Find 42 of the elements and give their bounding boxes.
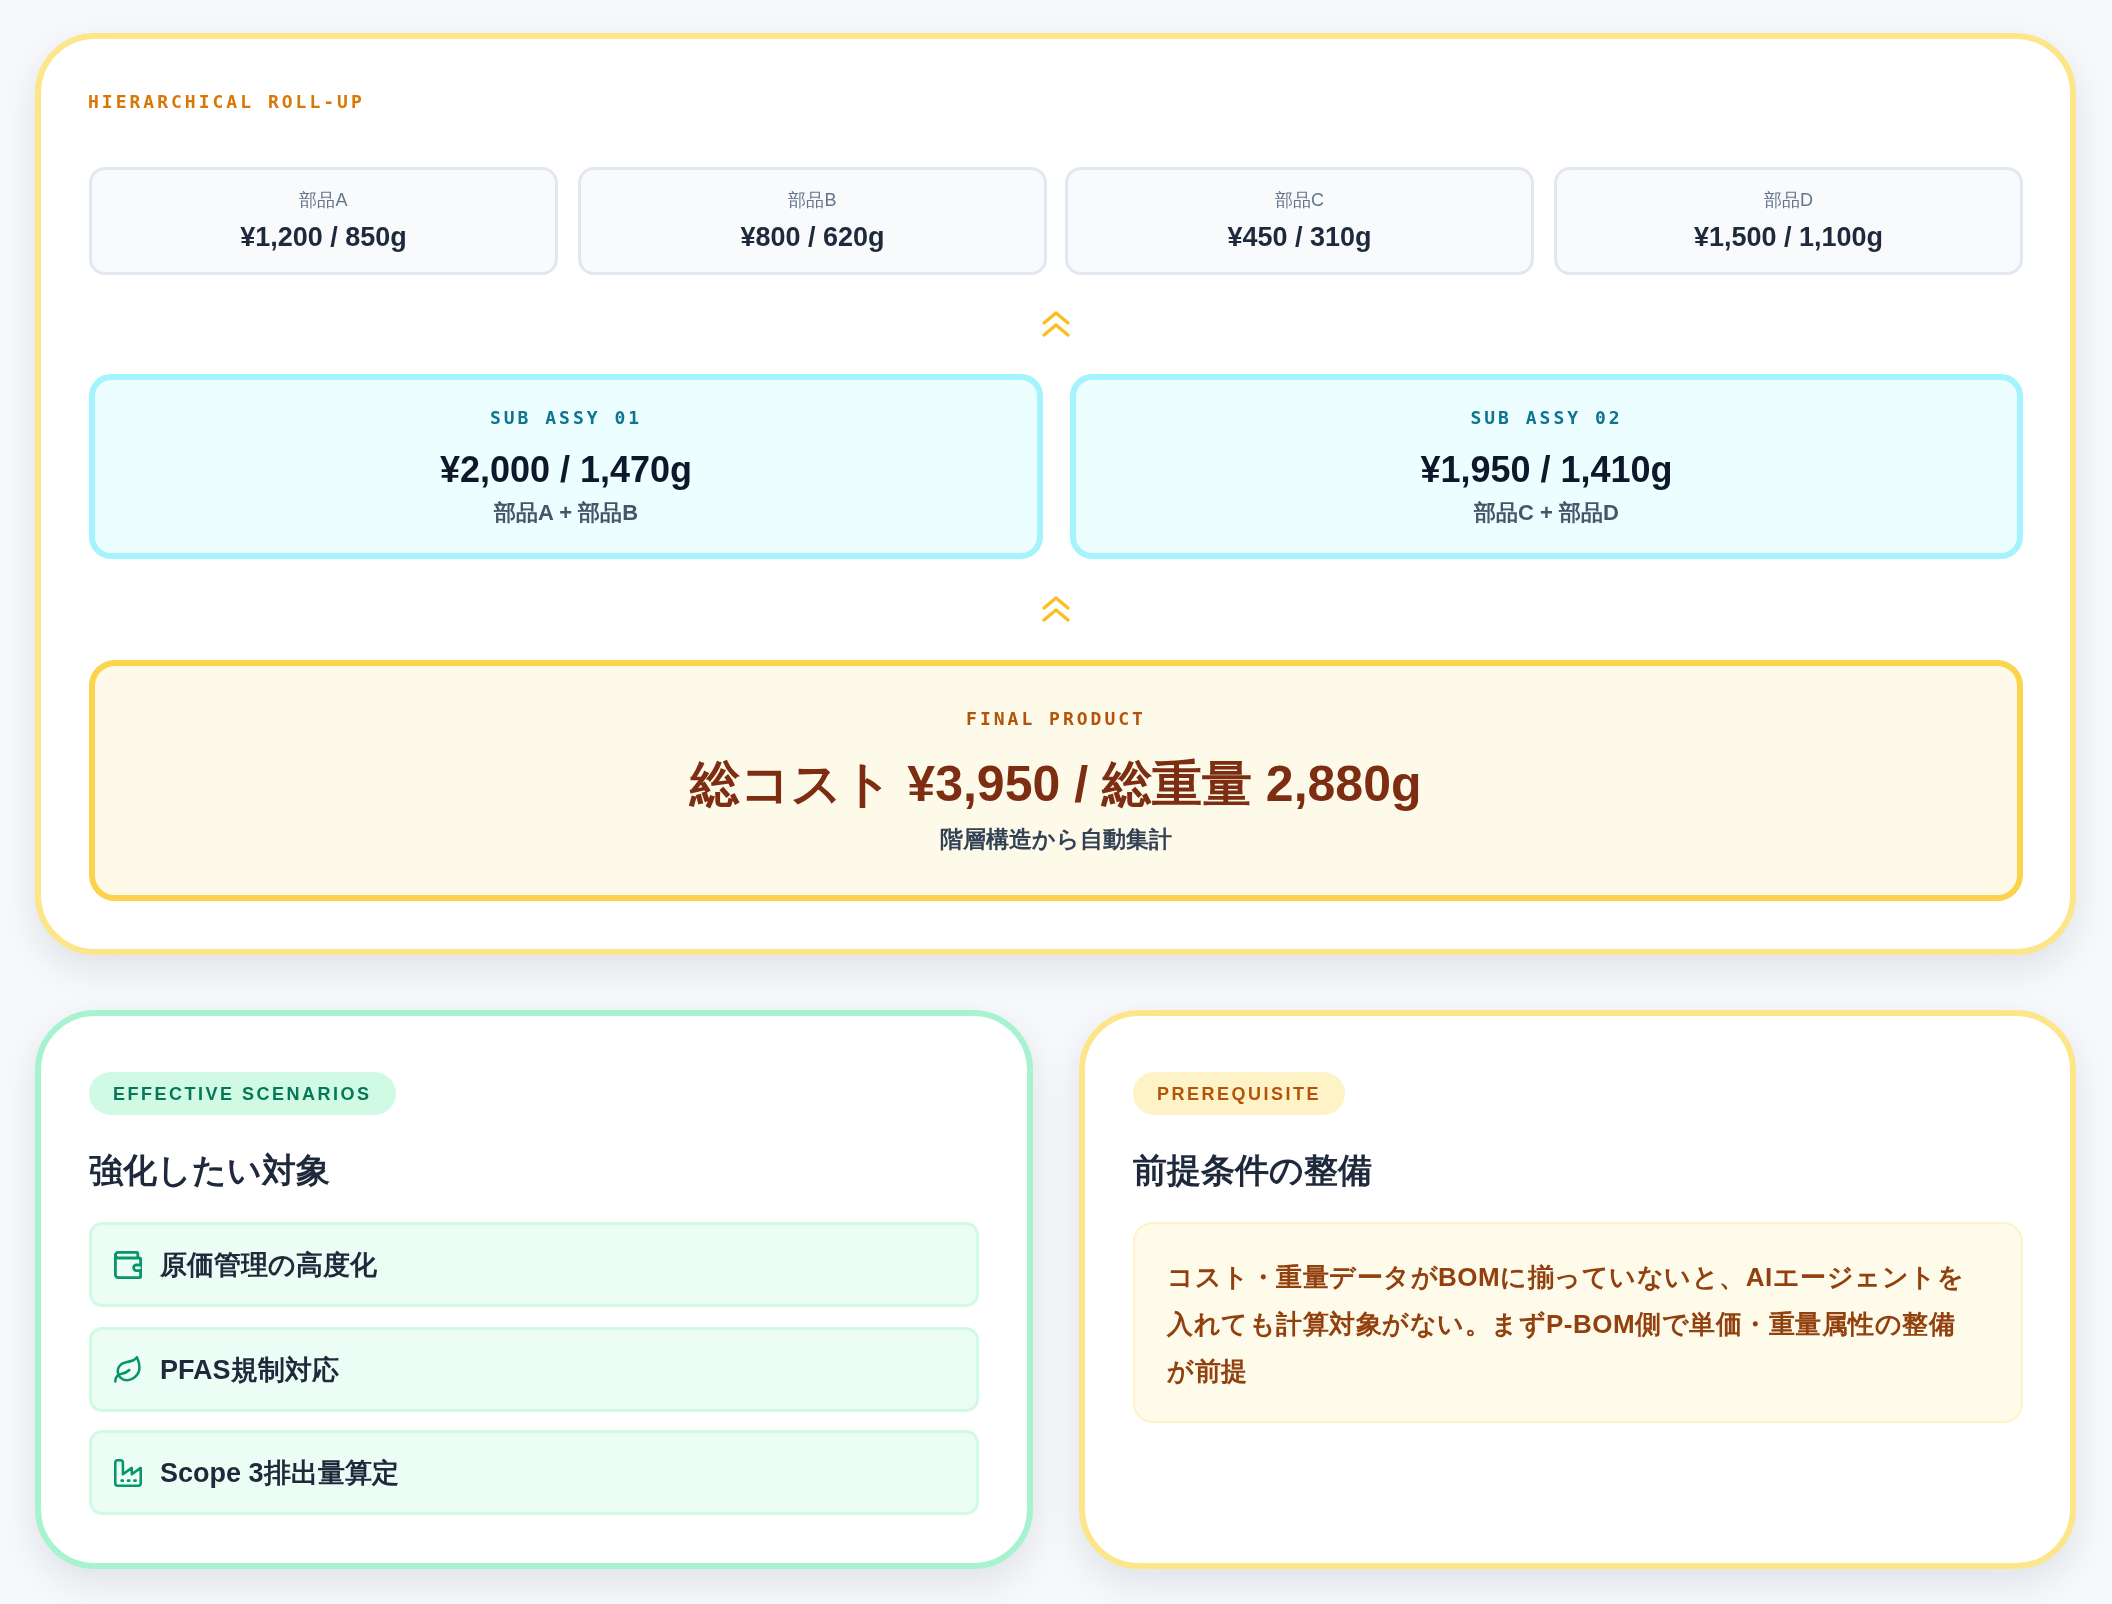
part-card xyxy=(1554,167,2023,275)
part-card xyxy=(89,167,558,275)
product-label: FINAL PRODUCT xyxy=(966,708,1146,730)
scenario-text: Scope 3排出量算定 xyxy=(160,1456,399,1490)
scenario-card xyxy=(35,1010,1033,1569)
part-name: 部品C xyxy=(1275,189,1324,211)
final-product-card xyxy=(89,660,2023,901)
prerequisite-card xyxy=(1079,1010,2076,1569)
tag-label: EFFECTIVE SCENARIOS xyxy=(113,1082,372,1105)
assembly-label: SUB ASSY 01 xyxy=(489,407,643,429)
part-name: 部品D xyxy=(1764,189,1813,211)
scenario-text: 原価管理の高度化 xyxy=(160,1248,377,1282)
part-name: 部品B xyxy=(788,189,837,211)
part-card xyxy=(578,167,1047,275)
card-heading: 強化したい対象 xyxy=(89,1150,330,1191)
rollup-panel xyxy=(35,33,2076,955)
cost-weight-value: ¥1,500 / 1,100g xyxy=(1693,221,1884,253)
tag-label: PREREQUISITE xyxy=(1157,1082,1322,1105)
cost-weight-value: ¥800 / 620g xyxy=(740,221,885,253)
total-value: 総コスト ¥3,950 / 総重量 2,880g xyxy=(690,755,1422,814)
card-heading: 前提条件の整備 xyxy=(1133,1150,1372,1191)
assembly-label: SUB ASSY 02 xyxy=(1470,407,1623,429)
subassembly-card xyxy=(89,374,1043,559)
scenario-item xyxy=(89,1430,979,1515)
part-name: 部品A xyxy=(299,189,348,211)
scenario-item xyxy=(89,1222,979,1307)
summary-note: 階層構造から自動集計 xyxy=(940,825,1172,853)
category-tag xyxy=(89,1072,396,1115)
component-formula: 部品C + 部品D xyxy=(1474,500,1619,526)
subassembly-card xyxy=(1070,374,2023,559)
note-box xyxy=(1133,1222,2023,1423)
category-tag xyxy=(1133,1072,1346,1115)
section-label: HIERARCHICAL ROLL-UP xyxy=(88,91,365,113)
cost-weight-value: ¥2,000 / 1,470g xyxy=(439,448,693,491)
part-card xyxy=(1065,167,1534,275)
cost-weight-value: ¥450 / 310g xyxy=(1227,221,1372,253)
cost-weight-value: ¥1,200 / 850g xyxy=(240,221,407,253)
scenario-text: PFAS規制対応 xyxy=(160,1353,339,1387)
note-text: コスト・重量データがBOMに揃っていないと、AIエージェントを入れても計算対象がない。まずP-BOM側で単価・重量属性の整備が前提 xyxy=(1167,1261,1966,1388)
cost-weight-value: ¥1,950 / 1,410g xyxy=(1420,448,1673,491)
component-formula: 部品A + 部品B xyxy=(494,500,638,526)
scenario-item xyxy=(89,1327,979,1412)
